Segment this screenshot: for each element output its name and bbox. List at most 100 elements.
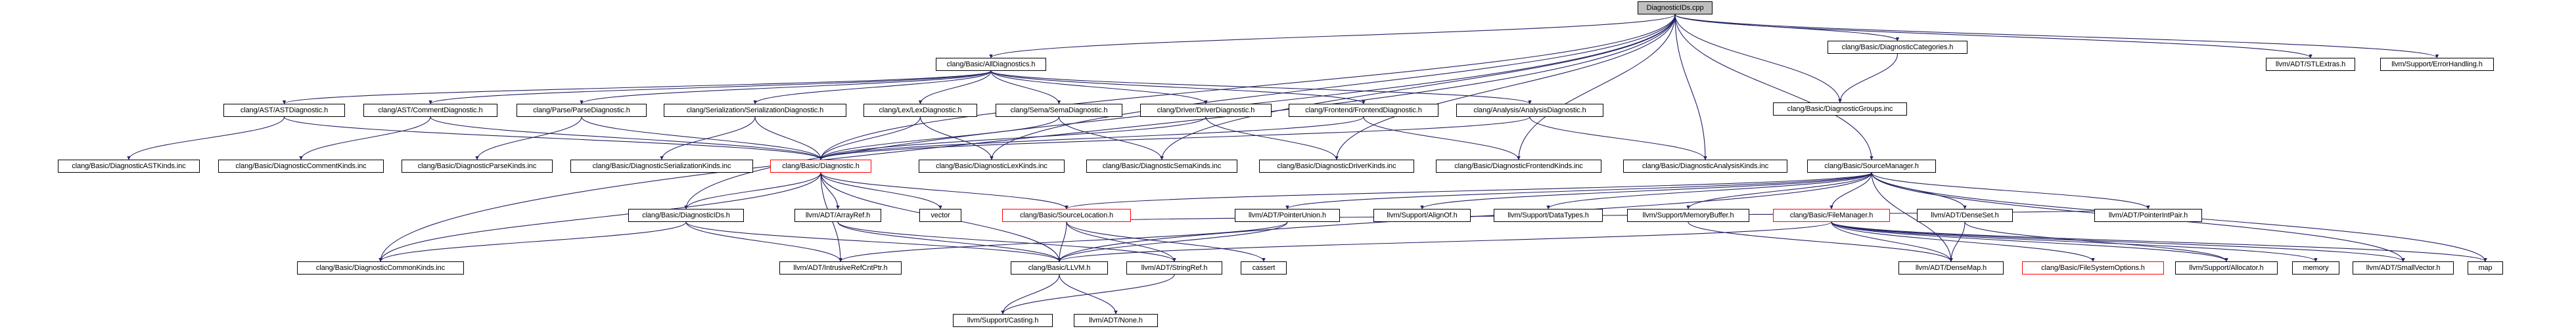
node-llvm-support-allocator-h[interactable]: llvm/Support/Allocator.h xyxy=(2175,261,2278,275)
node-label: clang/Sema/SemaDiagnostic.h xyxy=(1010,106,1108,114)
edge-n1-to-n12 xyxy=(990,70,1208,104)
node-clang-ast-astdiagnostic-h[interactable]: clang/AST/ASTDiagnostic.h xyxy=(223,104,345,117)
edge-n0-to-n3 xyxy=(1674,14,2312,58)
node-clang-basic-diagnosticdriverkinds-inc[interactable]: clang/Basic/DiagnosticDriverKinds.inc xyxy=(1259,160,1414,173)
node-clang-basic-diagnosticcommonkinds-inc[interactable]: clang/Basic/DiagnosticCommonKinds.inc xyxy=(297,261,464,275)
node-cassert[interactable]: cassert xyxy=(1241,261,1287,275)
node-clang-basic-diagnosticfrontendkinds-inc[interactable]: clang/Basic/DiagnosticFrontendKinds.inc xyxy=(1436,160,1601,173)
node-clang-basic-diagnosticids-h[interactable]: clang/Basic/DiagnosticIDs.h xyxy=(628,209,744,222)
node-clang-basic-diagnostic-h[interactable]: clang/Basic/Diagnostic.h xyxy=(770,160,871,173)
node-llvm-adt-stringref-h[interactable]: llvm/ADT/StringRef.h xyxy=(1126,261,1222,275)
edge-n25-to-n31 xyxy=(1420,172,1872,210)
node-llvm-support-casting-h[interactable]: llvm/Support/Casting.h xyxy=(953,314,1053,327)
node-llvm-support-alignof-h[interactable]: llvm/Support/AlignOf.h xyxy=(1373,209,1471,222)
edge-n0-to-n23 xyxy=(1517,14,1676,160)
node-clang-basic-sourcelocation-h[interactable]: clang/Basic/SourceLocation.h xyxy=(1002,209,1131,222)
edge-n34-to-n45 xyxy=(1831,221,2318,262)
edge-n19-to-n27 xyxy=(820,172,840,210)
node-label: llvm/ADT/None.h xyxy=(1089,316,1143,324)
node-clang-basic-alldiagnostics-h[interactable]: clang/Basic/AllDiagnostics.h xyxy=(936,58,1046,71)
node-llvm-adt-pointerunion-h[interactable]: llvm/ADT/PointerUnion.h xyxy=(1235,209,1340,222)
edge-n9-to-n18 xyxy=(660,116,756,160)
edge-n25-to-n33 xyxy=(1686,172,1872,210)
node-llvm-adt-smallvector-h[interactable]: llvm/ADT/SmallVector.h xyxy=(2353,261,2454,275)
node-clang-basic-llvm-h[interactable]: clang/Basic/LLVM.h xyxy=(1011,261,1108,275)
edge-n29-to-n41 xyxy=(1066,221,1266,262)
node-label: vector xyxy=(931,211,950,219)
node-clang-basic-diagnosticanalysiskinds-inc[interactable]: clang/Basic/DiagnosticAnalysisKinds.inc xyxy=(1623,160,1787,173)
node-clang-basic-diagnosticcommentkinds-inc[interactable]: clang/Basic/DiagnosticCommentKinds.inc xyxy=(218,160,384,173)
node-memory[interactable]: memory xyxy=(2292,261,2339,275)
edge-n40-to-n48 xyxy=(1001,274,1175,315)
node-llvm-adt-pointerintpair-h[interactable]: llvm/ADT/PointerIntPair.h xyxy=(2094,209,2202,222)
node-llvm-adt-arrayref-h[interactable]: llvm/ADT/ArrayRef.h xyxy=(794,209,881,222)
node-label: clang/Basic/FileManager.h xyxy=(1789,211,1874,219)
edge-n1-to-n7 xyxy=(428,70,992,104)
node-label: clang/Basic/DiagnosticCommonKinds.inc xyxy=(315,263,446,272)
edge-n34-to-n42 xyxy=(1831,221,1953,262)
node-clang-ast-commentdiagnostic-h[interactable]: clang/AST/CommentDiagnostic.h xyxy=(363,104,497,117)
node-clang-frontend-frontenddiagnostic-h[interactable]: clang/Frontend/FrontendDiagnostic.h xyxy=(1289,104,1438,117)
node-label: clang/Basic/LLVM.h xyxy=(1028,263,1091,272)
node-clang-lex-lexdiagnostic-h[interactable]: clang/Lex/LexDiagnostic.h xyxy=(863,104,977,117)
node-llvm-support-datatypes-h[interactable]: llvm/Support/DataTypes.h xyxy=(1494,209,1603,222)
node-map[interactable]: map xyxy=(2468,261,2503,275)
node-clang-analysis-analysisdiagnostic-h[interactable]: clang/Analysis/AnalysisDiagnostic.h xyxy=(1456,104,1603,117)
node-clang-basic-diagnosticlexkinds-inc[interactable]: clang/Basic/DiagnosticLexKinds.inc xyxy=(919,160,1065,173)
node-clang-driver-driverdiagnostic-h[interactable]: clang/Driver/DriverDiagnostic.h xyxy=(1140,104,1272,117)
node-clang-basic-diagnosticsemakinds-inc[interactable]: clang/Basic/DiagnosticSemaKinds.inc xyxy=(1086,160,1237,173)
edge-n14-to-n24 xyxy=(1529,116,1707,160)
node-label: clang/Basic/Diagnostic.h xyxy=(782,162,860,170)
edge-n0-to-n24 xyxy=(1674,14,1707,160)
node-llvm-support-memorybuffer-h[interactable]: llvm/Support/MemoryBuffer.h xyxy=(1627,209,1749,222)
node-label: cassert xyxy=(1252,263,1276,272)
node-clang-basic-diagnosticserializationkinds-inc[interactable]: clang/Basic/DiagnosticSerializationKinds… xyxy=(570,160,753,173)
node-vector[interactable]: vector xyxy=(919,209,961,222)
node-llvm-adt-intrusiverefcntptr-h[interactable]: llvm/ADT/IntrusiveRefCntPtr.h xyxy=(779,261,902,275)
edge-n12-to-n22 xyxy=(1205,116,1339,160)
node-clang-basic-filesystemoptions-h[interactable]: clang/Basic/FileSystemOptions.h xyxy=(2022,261,2164,275)
node-clang-basic-diagnosticparsekinds-inc[interactable]: clang/Basic/DiagnosticParseKinds.inc xyxy=(402,160,553,173)
node-label: clang/AST/CommentDiagnostic.h xyxy=(378,106,483,114)
node-clang-parse-parsediagnostic-h[interactable]: clang/Parse/ParseDiagnostic.h xyxy=(517,104,647,117)
node-label: clang/Basic/DiagnosticDriverKinds.inc xyxy=(1277,162,1396,170)
edge-n6-to-n19 xyxy=(283,116,823,160)
edge-n26-to-n37 xyxy=(379,221,687,262)
edge-n9-to-n19 xyxy=(754,116,823,160)
node-llvm-adt-stlextras-h[interactable]: llvm/ADT/STLExtras.h xyxy=(2266,58,2355,71)
node-label: clang/Basic/DiagnosticFrontendKinds.inc xyxy=(1454,162,1583,170)
node-label: clang/Basic/DiagnosticCategories.h xyxy=(1841,43,1954,51)
edge-n7-to-n19 xyxy=(430,116,823,160)
node-clang-basic-diagnosticastkinds-inc[interactable]: clang/Basic/DiagnosticASTKinds.inc xyxy=(58,160,200,173)
node-label: clang/Driver/DriverDiagnostic.h xyxy=(1157,106,1255,114)
node-clang-sema-semadiagnostic-h[interactable]: clang/Sema/SemaDiagnostic.h xyxy=(996,104,1122,117)
node-llvm-adt-denseset-h[interactable]: llvm/ADT/DenseSet.h xyxy=(1917,209,2013,222)
edge-n34-to-n43 xyxy=(1831,221,2095,262)
edge-n34-to-n47 xyxy=(1831,221,2487,262)
root-node-diagnosticids-cpp[interactable]: DiagnosticIDs.cpp xyxy=(1638,1,1713,14)
node-label: llvm/Support/MemoryBuffer.h xyxy=(1642,211,1734,219)
node-label: memory xyxy=(2303,263,2329,272)
edge-n1-to-n14 xyxy=(990,70,1532,104)
edge-n19-to-n26 xyxy=(684,172,821,210)
node-label: llvm/ADT/StringRef.h xyxy=(1141,263,1208,272)
node-llvm-support-errorhandling-h[interactable]: llvm/Support/ErrorHandling.h xyxy=(2380,58,2494,71)
edge-n13-to-n23 xyxy=(1363,116,1521,160)
node-llvm-adt-densemap-h[interactable]: llvm/ADT/DenseMap.h xyxy=(1898,261,2004,275)
node-label: llvm/Support/DataTypes.h xyxy=(1507,211,1589,219)
node-llvm-adt-none-h[interactable]: llvm/ADT/None.h xyxy=(1074,314,1158,327)
node-clang-basic-filemanager-h[interactable]: clang/Basic/FileManager.h xyxy=(1773,209,1890,222)
node-clang-serialization-serializationdiagnostic-h[interactable]: clang/Serialization/SerializationDiagnos… xyxy=(664,104,846,117)
edge-n25-to-n34 xyxy=(1829,172,1872,210)
node-clang-basic-diagnosticcategories-h[interactable]: clang/Basic/DiagnosticCategories.h xyxy=(1828,41,1967,54)
edge-n19-to-n37 xyxy=(379,172,821,262)
node-label: llvm/Support/Allocator.h xyxy=(2189,263,2264,272)
edge-n19-to-n29 xyxy=(820,172,1069,210)
node-label: clang/Basic/DiagnosticLexKinds.inc xyxy=(936,162,1047,170)
node-clang-basic-diagnosticgroups-inc[interactable]: clang/Basic/DiagnosticGroups.inc xyxy=(1773,102,1907,116)
node-clang-basic-sourcemanager-h[interactable]: clang/Basic/SourceManager.h xyxy=(1807,160,1936,173)
edge-n2-to-n5 xyxy=(1838,53,1898,103)
edge-n1-to-n8 xyxy=(580,70,992,104)
